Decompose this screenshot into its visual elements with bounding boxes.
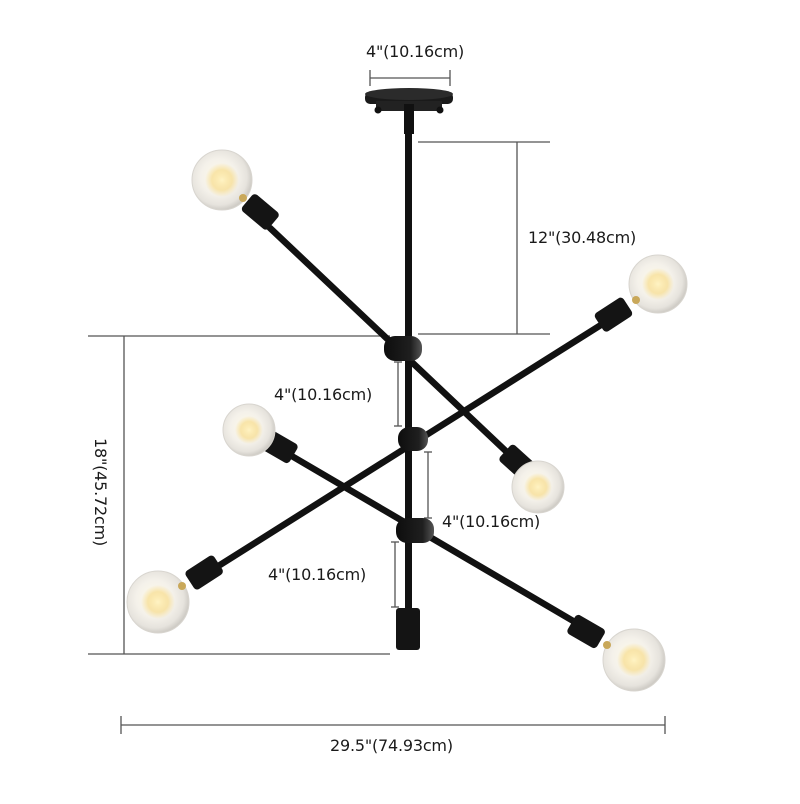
stem-height-label: 12"(30.48cm) [528, 228, 636, 247]
stem-height-dimension [418, 141, 550, 335]
bottom-finial [396, 608, 420, 650]
joint-lower [396, 518, 434, 543]
overall-width-label: 29.5"(74.93cm) [330, 736, 453, 755]
joint-middle [398, 427, 428, 451]
bulb-bottom-right [567, 614, 666, 692]
middle-joint-spacing-dimension [424, 451, 432, 519]
bulb-middle-left [222, 403, 298, 464]
center-stem [405, 132, 412, 612]
middle-joint-spacing-label: 4"(10.16cm) [442, 512, 541, 531]
canopy-width-dimension [369, 70, 451, 86]
lower-joint-spacing-dimension [391, 541, 399, 608]
joint-upper [384, 336, 422, 361]
bulb-middle-right [499, 444, 565, 514]
overall-width-dimension [120, 716, 666, 734]
bulb-bottom-left [126, 555, 223, 634]
body-height-label: 18"(45.72cm) [91, 438, 110, 546]
lower-joint-spacing-label: 4"(10.16cm) [268, 565, 367, 584]
upper-joint-spacing-dimension [394, 361, 402, 427]
upper-joint-spacing-label: 4"(10.16cm) [274, 385, 373, 404]
canopy-width-label: 4"(10.16cm) [366, 42, 465, 61]
joints [384, 336, 434, 543]
body-height-dimension [88, 335, 390, 655]
bulb-top-right [594, 254, 688, 332]
bulb-top-left [191, 149, 279, 230]
canopy [365, 88, 453, 134]
dimension-lines [88, 70, 666, 734]
